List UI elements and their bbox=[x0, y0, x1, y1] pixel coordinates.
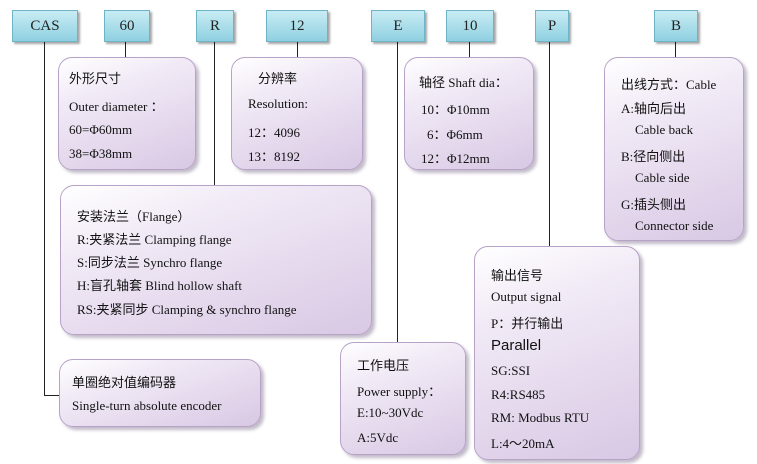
code-tag-power: E bbox=[371, 10, 425, 42]
shaft-option-10: 10：Φ10mm bbox=[421, 102, 490, 117]
power-title: 工作电压 bbox=[357, 358, 410, 373]
resolution-option-13: 13：8192 bbox=[248, 149, 301, 164]
resolution-box: 分辨率 Resolution: 12：4096 13：8192 bbox=[231, 57, 363, 170]
connector-12 bbox=[297, 41, 298, 57]
code-tag-cas: CAS bbox=[12, 10, 78, 42]
cable-option-g-en: Connector side bbox=[635, 218, 714, 233]
connector-10 bbox=[469, 41, 470, 57]
output-option-rm: RM: Modbus RTU bbox=[491, 410, 590, 425]
power-supply-box: 工作电压 Power supply： E:10~30Vdc A:5Vdc bbox=[340, 342, 466, 455]
power-option-a: A:5Vdc bbox=[357, 430, 399, 445]
code-tag-resolution: 12 bbox=[266, 10, 328, 42]
output-option-l: L:4～20mA bbox=[491, 436, 555, 451]
connector-r bbox=[214, 41, 215, 187]
encoder-type-en: Single-turn absolute encoder bbox=[72, 398, 222, 413]
encoder-type-box: 单圈绝对值编码器 Single-turn absolute encoder bbox=[59, 359, 261, 427]
code-tag-shaft: 10 bbox=[446, 10, 494, 42]
shaft-option-6: 6：Φ6mm bbox=[427, 127, 483, 142]
connector-p bbox=[549, 41, 550, 248]
output-signal-box: 输出信号 Output signal P：并行输出 Parallel SG:SS… bbox=[474, 246, 640, 460]
connector-b bbox=[675, 41, 676, 57]
power-label: Power supply： bbox=[357, 384, 442, 399]
code-tag-flange: R bbox=[196, 10, 234, 42]
output-option-p: P：并行输出 bbox=[491, 316, 564, 331]
code-tag-cable: B bbox=[654, 10, 698, 42]
cable-title: 出线方式：Cable bbox=[621, 77, 717, 92]
flange-option-rs: RS:夹紧同步 Clamping & synchro flange bbox=[77, 302, 297, 317]
resolution-title: 分辨率 bbox=[258, 71, 298, 86]
code-tag-output: P bbox=[535, 10, 569, 42]
resolution-label: Resolution: bbox=[248, 96, 308, 111]
connector-cas bbox=[44, 41, 45, 396]
output-title: 输出信号 bbox=[491, 268, 544, 283]
cable-option-a-en: Cable back bbox=[635, 122, 694, 137]
flange-title: 安装法兰（Flange） bbox=[77, 209, 191, 224]
cable-option-a: A:轴向后出 bbox=[621, 101, 687, 116]
flange-option-s: S:同步法兰 Synchro flange bbox=[77, 255, 223, 270]
code-tag-diameter: 60 bbox=[104, 10, 150, 42]
outer-diameter-box: 外形尺寸 Outer diameter ： 60=Φ60mm 38=Φ38mm bbox=[58, 57, 196, 170]
flange-option-h: H:盲孔轴套 Blind hollow shaft bbox=[77, 278, 243, 293]
shaft-option-12: 12：Φ12mm bbox=[421, 151, 490, 166]
cable-option-b: B:径向侧出 bbox=[621, 149, 686, 164]
power-option-e: E:10~30Vdc bbox=[357, 405, 424, 420]
outer-diameter-title: 外形尺寸 bbox=[69, 71, 122, 86]
output-option-r4: R4:RS485 bbox=[491, 387, 546, 402]
cable-option-b-en: Cable side bbox=[635, 170, 690, 185]
cable-box: 出线方式：Cable A:轴向后出 Cable back B:径向侧出 Cabl… bbox=[604, 57, 744, 241]
connector-60 bbox=[125, 41, 126, 57]
connector-e bbox=[397, 41, 398, 345]
outer-diameter-option-60: 60=Φ60mm bbox=[69, 122, 133, 137]
output-option-p-en: Parallel bbox=[491, 337, 542, 354]
output-option-sg: SG:SSI bbox=[491, 363, 531, 378]
shaft-dia-box: 轴径 Shaft dia： 10：Φ10mm 6：Φ6mm 12：Φ12mm bbox=[404, 57, 534, 170]
outer-diameter-label: Outer diameter ： bbox=[69, 99, 164, 114]
flange-box: 安装法兰（Flange） R:夹紧法兰 Clamping flange S:同步… bbox=[60, 185, 372, 335]
encoder-type-cn: 单圈绝对值编码器 bbox=[72, 375, 177, 390]
output-label: Output signal bbox=[491, 289, 562, 304]
resolution-option-12: 12：4096 bbox=[248, 125, 301, 140]
outer-diameter-option-38: 38=Φ38mm bbox=[69, 146, 133, 161]
shaft-dia-title: 轴径 Shaft dia： bbox=[419, 75, 508, 90]
flange-option-r: R:夹紧法兰 Clamping flange bbox=[77, 232, 232, 247]
cable-option-g: G:插头侧出 bbox=[621, 197, 687, 212]
connector-cas-h bbox=[44, 395, 60, 396]
